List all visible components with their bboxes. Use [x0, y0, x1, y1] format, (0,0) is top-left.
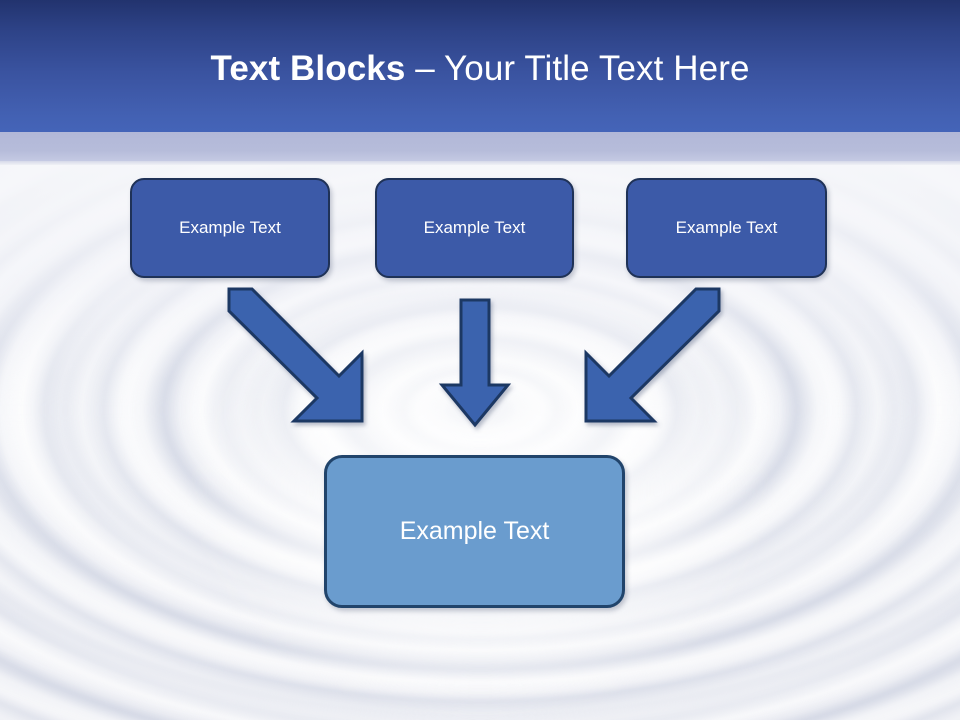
text-block-3-label: Example Text	[675, 218, 778, 237]
slide-title: Text Blocks – Your Title Text Here	[0, 48, 960, 90]
text-block-1-label: Example Text	[179, 218, 281, 237]
header-band-edge	[0, 161, 960, 165]
text-block-2-label: Example Text	[423, 218, 526, 237]
text-block-1[interactable]: Example Text	[130, 178, 330, 278]
result-text-block[interactable]: Example Text	[324, 455, 625, 608]
result-text-block-label: Example Text	[399, 517, 550, 545]
text-block-3[interactable]: Example Text	[626, 178, 827, 278]
slide-header-bar	[0, 0, 960, 132]
slide-title-bold: Text Blocks	[210, 49, 406, 88]
slide-title-separator: –	[405, 49, 445, 88]
slide-title-light: Your Title Text Here	[444, 49, 750, 88]
text-block-2[interactable]: Example Text	[375, 178, 574, 278]
header-accent-band	[0, 132, 960, 162]
